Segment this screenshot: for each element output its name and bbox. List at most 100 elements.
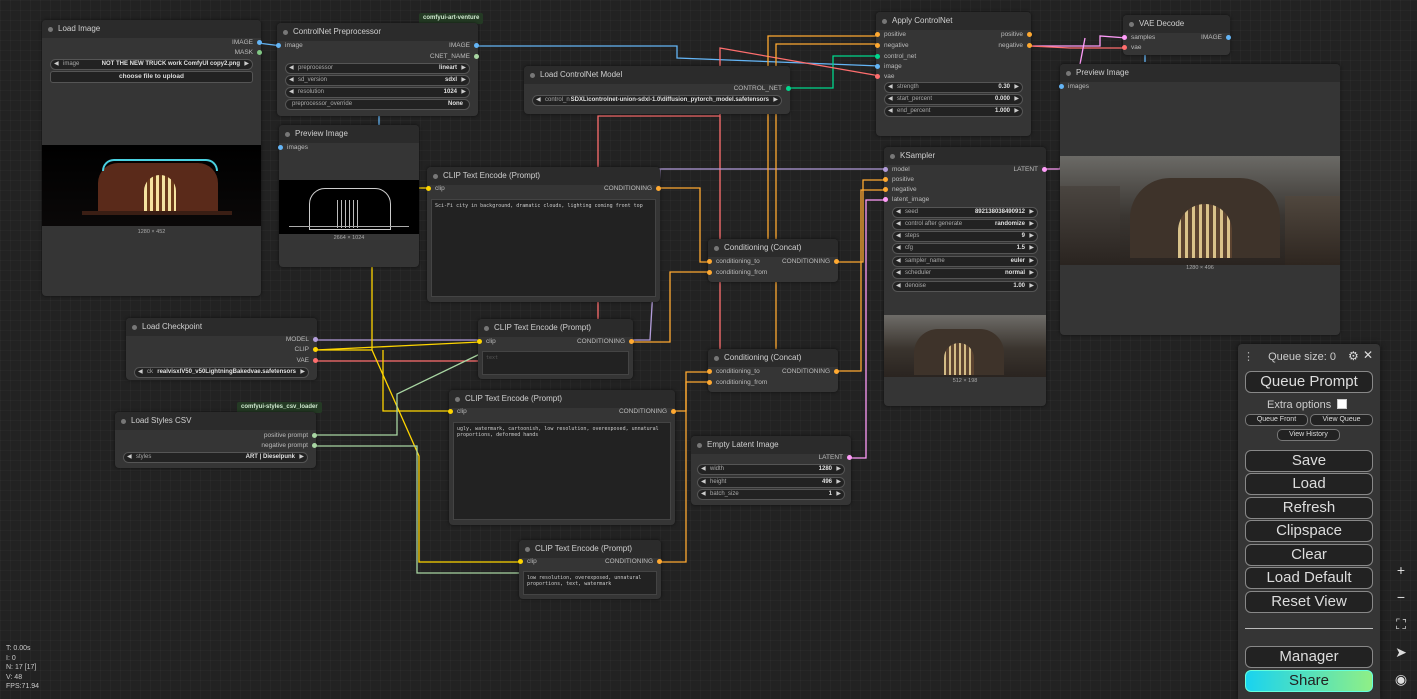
node-preview-image-output[interactable]: Preview Image images 1280 × 496 <box>1059 64 1340 335</box>
node-vae-decode[interactable]: VAE Decode samples vae IMAGE <box>1122 15 1231 55</box>
view-history-button[interactable]: View History <box>1277 429 1340 441</box>
input-negative[interactable]: negative <box>875 41 909 51</box>
input-conditioning-from[interactable]: conditioning_from <box>707 268 767 278</box>
node-ksampler[interactable]: KSampler model positive negative latent_… <box>883 147 1047 406</box>
close-menu-icon[interactable]: ✕ <box>1363 348 1374 362</box>
input-positive[interactable]: positive <box>875 30 906 40</box>
output-cnet-name[interactable]: CNET_NAME <box>430 52 479 62</box>
output-conditioning[interactable]: CONDITIONING <box>577 337 634 347</box>
output-conditioning[interactable]: CONDITIONING <box>782 367 839 377</box>
output-vae[interactable]: VAE <box>296 356 318 366</box>
output-latent[interactable]: LATENT <box>1014 165 1047 175</box>
queue-front-button[interactable]: Queue Front <box>1245 414 1308 426</box>
clear-button[interactable]: Clear <box>1245 544 1373 566</box>
drag-handle-icon[interactable]: ⋮ <box>1243 351 1254 363</box>
input-positive[interactable]: positive <box>883 175 914 185</box>
output-conditioning[interactable]: CONDITIONING <box>605 557 662 567</box>
input-conditioning-from[interactable]: conditioning_from <box>707 378 767 388</box>
input-images[interactable]: images <box>1059 82 1089 92</box>
output-control-net[interactable]: CONTROL_NET <box>734 84 791 94</box>
zoom-out-icon[interactable]: − <box>1396 589 1406 605</box>
output-clip[interactable]: CLIP <box>295 345 318 355</box>
node-load-controlnet[interactable]: Load ControlNet Model CONTROL_NET ◀contr… <box>524 66 791 114</box>
node-clip-text-encode-style-negative[interactable]: CLIP Text Encode (Prompt) clip CONDITION… <box>518 540 662 599</box>
node-preview-image[interactable]: Preview Image images 2664 × 1024 <box>278 125 419 267</box>
input-control-net[interactable]: control_net <box>875 52 916 62</box>
output-negative[interactable]: negative <box>998 41 1032 51</box>
input-negative[interactable]: negative <box>883 185 917 195</box>
zoom-in-icon[interactable]: + <box>1396 562 1406 578</box>
prompt-textarea[interactable]: Sci-Fi city in background, dramatic clou… <box>431 199 656 297</box>
extra-options-checkbox[interactable] <box>1337 399 1347 409</box>
output-mask[interactable]: MASK <box>235 48 262 58</box>
prompt-textarea[interactable]: text <box>482 351 629 375</box>
input-model[interactable]: model <box>883 165 910 175</box>
input-clip[interactable]: clip <box>518 557 537 567</box>
input-clip[interactable]: clip <box>477 337 496 347</box>
node-apply-controlnet[interactable]: Apply ControlNet positive negative contr… <box>875 12 1032 136</box>
share-button[interactable]: Share <box>1245 670 1373 692</box>
locate-icon[interactable]: ➤ <box>1395 644 1407 660</box>
manager-button[interactable]: Manager <box>1245 646 1373 668</box>
clipspace-button[interactable]: Clipspace <box>1245 520 1373 542</box>
node-controlnet-preprocessor[interactable]: ControlNet Preprocessor image IMAGE CNET… <box>276 23 479 116</box>
output-conditioning[interactable]: CONDITIONING <box>604 184 661 194</box>
input-vae[interactable]: vae <box>1122 43 1141 53</box>
node-clip-text-encode-style-positive[interactable]: CLIP Text Encode (Prompt) clip CONDITION… <box>477 319 634 379</box>
prompt-textarea[interactable]: ugly, watermark, cartoonish, low resolut… <box>453 422 671 520</box>
settings-gear-icon[interactable]: ⚙ <box>1348 349 1359 363</box>
input-conditioning-to[interactable]: conditioning_to <box>707 367 760 377</box>
output-image[interactable]: IMAGE <box>449 41 479 51</box>
upload-button[interactable]: choose file to upload <box>50 71 253 83</box>
output-positive[interactable]: positive <box>1001 30 1032 40</box>
output-positive-prompt[interactable]: positive prompt <box>264 431 317 441</box>
output-conditioning[interactable]: CONDITIONING <box>782 257 839 267</box>
output-image[interactable]: IMAGE <box>1201 33 1231 43</box>
toggle-visibility-icon[interactable]: ◉ <box>1394 671 1408 687</box>
input-clip[interactable]: clip <box>426 184 445 194</box>
input-clip[interactable]: clip <box>448 407 467 417</box>
input-image[interactable]: image <box>875 62 902 72</box>
view-queue-button[interactable]: View Queue <box>1310 414 1373 426</box>
input-latent-image[interactable]: latent_image <box>883 195 929 205</box>
input-images[interactable]: images <box>278 143 308 153</box>
node-clip-text-encode-negative[interactable]: CLIP Text Encode (Prompt) clip CONDITION… <box>448 390 676 525</box>
node-load-styles-csv[interactable]: Load Styles CSV positive prompt negative… <box>115 412 317 468</box>
queue-prompt-button[interactable]: Queue Prompt <box>1245 371 1373 393</box>
input-vae[interactable]: vae <box>875 72 894 82</box>
output-image[interactable]: IMAGE <box>232 38 262 48</box>
load-default-button[interactable]: Load Default <box>1245 567 1373 589</box>
output-negative-prompt[interactable]: negative prompt <box>261 441 317 451</box>
refresh-button[interactable]: Refresh <box>1245 497 1373 519</box>
input-samples[interactable]: samples <box>1122 33 1155 43</box>
output-conditioning[interactable]: CONDITIONING <box>619 407 676 417</box>
input-conditioning-to[interactable]: conditioning_to <box>707 257 760 267</box>
fit-view-icon[interactable]: ⛶ <box>1396 616 1406 632</box>
node-conditioning-concat-negative[interactable]: Conditioning (Concat) conditioning_to co… <box>707 349 839 392</box>
node-conditioning-concat[interactable]: Conditioning (Concat) conditioning_to co… <box>707 239 839 282</box>
output-model[interactable]: MODEL <box>286 335 318 345</box>
load-button[interactable]: Load <box>1245 473 1373 495</box>
node-clip-text-encode-positive[interactable]: CLIP Text Encode (Prompt) clip CONDITION… <box>426 167 661 302</box>
